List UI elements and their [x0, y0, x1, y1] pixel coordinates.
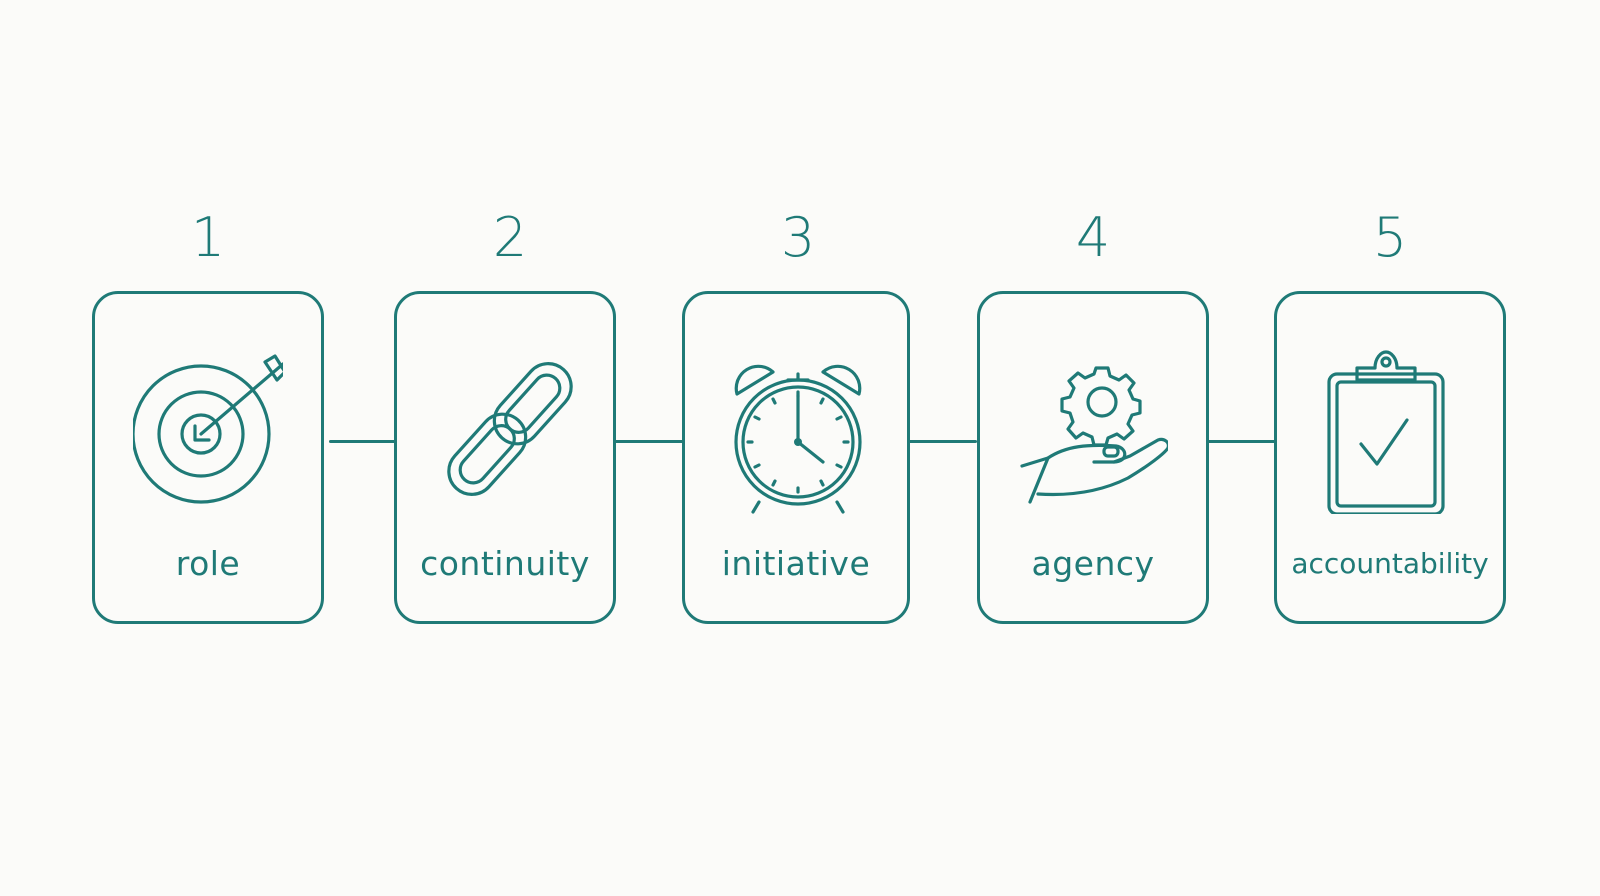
step-card: role — [92, 291, 324, 624]
step-label: role — [175, 544, 241, 583]
chain-link-icon — [447, 362, 573, 496]
step-card: initiative — [682, 291, 910, 624]
step-label: agency — [1031, 544, 1155, 583]
step-label: continuity — [420, 544, 590, 583]
step-card: agency — [977, 291, 1209, 624]
step-1: 1 role — [92, 208, 324, 628]
step-number: 2 — [492, 206, 528, 269]
step-4: 4 agency — [977, 208, 1209, 628]
connector-1-2 — [329, 440, 397, 443]
step-label: accountability — [1291, 547, 1489, 580]
connector-3-4 — [907, 440, 977, 443]
hand-gear-icon — [1020, 366, 1168, 504]
step-3: 3 — [682, 208, 914, 628]
clipboard-check-icon — [1327, 350, 1445, 514]
connector-4-5 — [1206, 440, 1276, 443]
step-2: 2 continuity — [394, 208, 626, 628]
step-number: 5 — [1372, 206, 1408, 269]
target-arrow-icon — [133, 354, 283, 504]
step-label: initiative — [721, 544, 871, 583]
step-card: continuity — [394, 291, 616, 624]
alarm-clock-icon — [734, 364, 862, 514]
step-card: accountability — [1274, 291, 1506, 624]
step-number: 4 — [1075, 206, 1111, 269]
step-number: 1 — [190, 206, 226, 269]
connector-2-3 — [614, 440, 684, 443]
step-number: 3 — [780, 206, 816, 269]
step-5: 5 accountability — [1274, 208, 1506, 628]
